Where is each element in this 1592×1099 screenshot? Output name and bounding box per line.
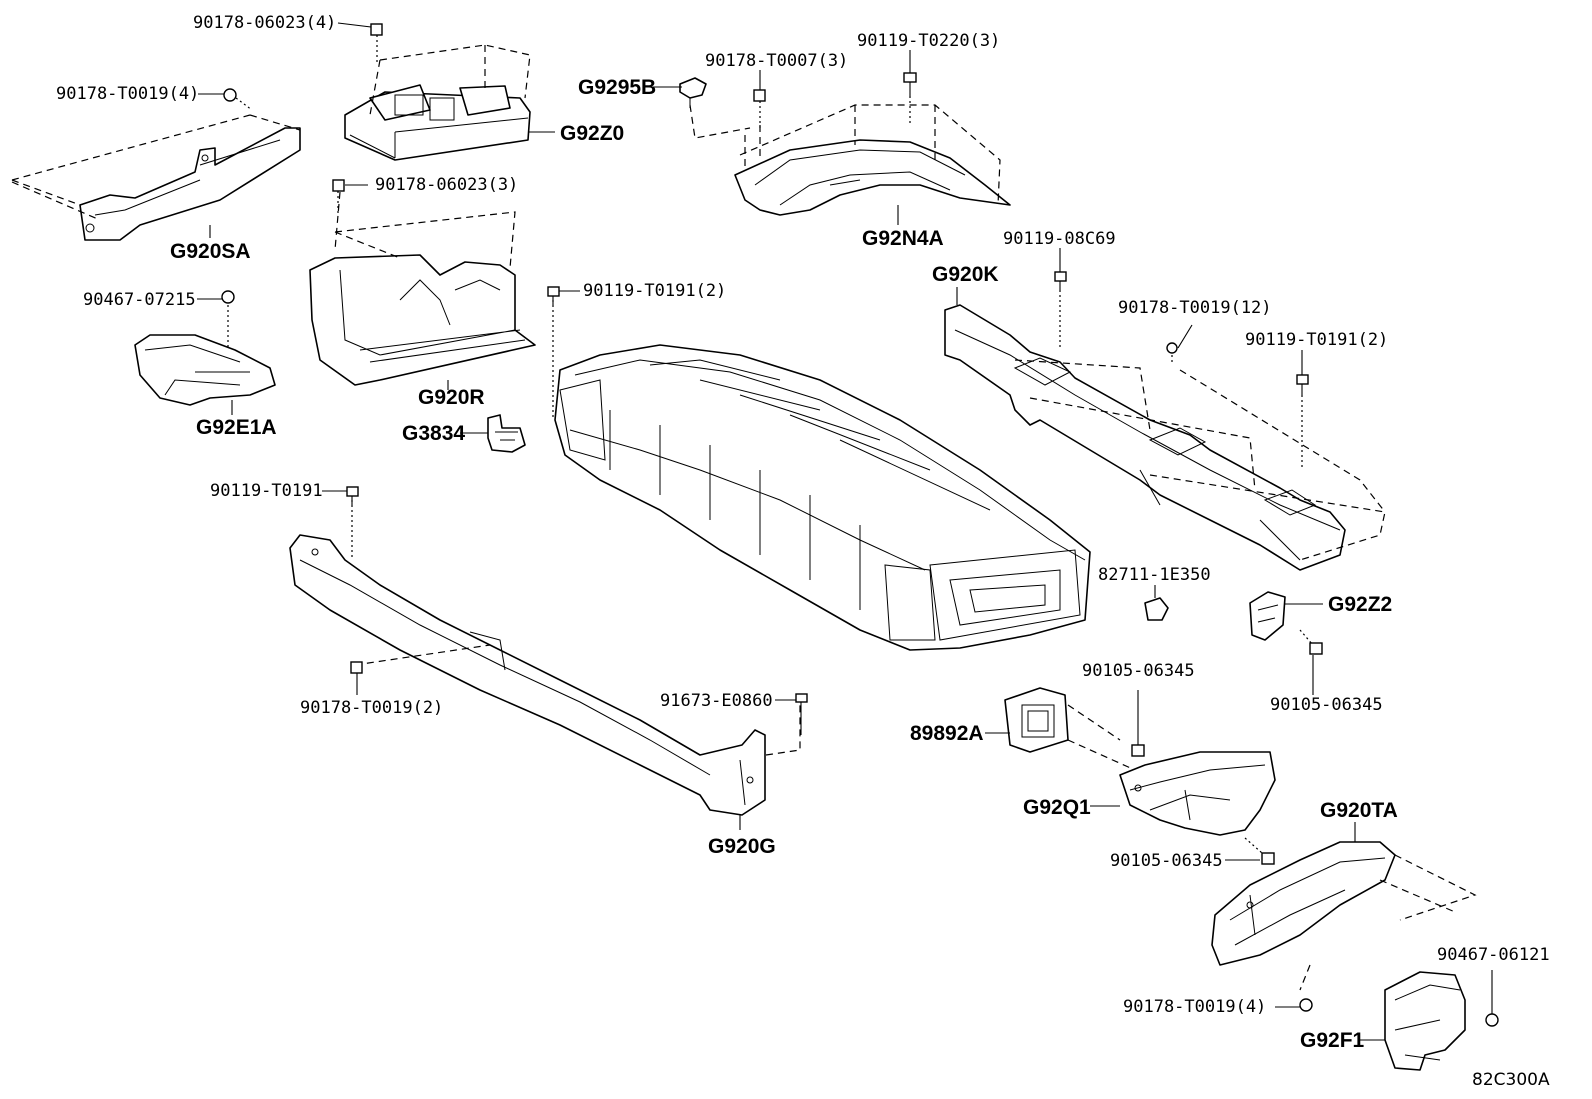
- callout-g92e1a: G92E1A: [196, 416, 277, 439]
- fastener-bolt-c6: [903, 72, 917, 83]
- callout-g92z2: G92Z2: [1328, 593, 1392, 616]
- part-g920sa: [11, 114, 301, 241]
- fastener-nut-c14: [1166, 342, 1178, 354]
- callout-g92f1: G92F1: [1300, 1029, 1365, 1052]
- callout-82711-1e350: 82711-1E350: [1098, 565, 1211, 585]
- fastener-screw-c25: [795, 693, 808, 703]
- part-g92n4a: [734, 104, 1011, 216]
- fastener-nut-c24: [350, 661, 363, 674]
- callout-91673-e0860: 91673-E0860: [660, 691, 773, 711]
- callout-90105-06345-mid: 90105-06345: [1082, 661, 1195, 681]
- part-g920ta: [1211, 841, 1477, 991]
- callout-90178-t0019-12: 90178-T0019(12): [1118, 298, 1272, 318]
- fastener-nut-c31: [1485, 1013, 1499, 1027]
- callout-g920sa: G920SA: [170, 240, 251, 263]
- fastener-bolt-c13: [547, 286, 560, 297]
- part-89892a: [1004, 687, 1136, 771]
- fastener-bolt-c10: [1054, 271, 1067, 282]
- fastener-nut-c32: [1299, 998, 1313, 1012]
- callout-g920ta: G920TA: [1320, 799, 1398, 822]
- callout-g3834: G3834: [402, 422, 465, 445]
- part-g92e1a: [134, 300, 276, 406]
- callout-90178-06023-3: 90178-06023(3): [375, 175, 518, 195]
- fastener-bolt-c30: [1261, 852, 1275, 865]
- fastener-nut-c1: [370, 23, 383, 36]
- fastener-bolt-c15: [1296, 374, 1309, 385]
- part-g9295b: [679, 77, 761, 175]
- callout-g9295b: G9295B: [578, 76, 656, 99]
- fastener-nut-c7: [332, 179, 345, 192]
- callout-g920g: G920G: [708, 835, 776, 858]
- callout-g92n4a: G92N4A: [862, 227, 944, 250]
- part-g92z2: [1249, 591, 1286, 641]
- callout-90119-t0191-2-center: 90119-T0191(2): [583, 281, 726, 301]
- callout-90467-07215: 90467-07215: [83, 290, 196, 310]
- fastener-bolt-c19: [346, 486, 359, 497]
- callout-90119-08c69: 90119-08C69: [1003, 229, 1116, 249]
- part-g920g: [289, 500, 801, 816]
- callout-g920r: G920R: [418, 386, 485, 409]
- callout-g92q1: G92Q1: [1023, 796, 1091, 819]
- callout-90105-06345-right: 90105-06345: [1270, 695, 1383, 715]
- part-g920r: [309, 191, 536, 386]
- fastener-clip-c12: [221, 290, 235, 304]
- reference-code: 82C300A: [1472, 1070, 1550, 1090]
- callout-90119-t0191-2-right: 90119-T0191(2): [1245, 330, 1388, 350]
- part-g92q1: [1119, 751, 1276, 836]
- callout-90105-06345-low: 90105-06345: [1110, 851, 1223, 871]
- part-g92z0: [344, 44, 531, 161]
- callout-labels: 90178-06023(4) 90178-T0019(4) G92Z0 G929…: [56, 13, 1550, 1090]
- callout-89892a: 89892A: [910, 722, 984, 745]
- part-g920k: [944, 290, 1386, 571]
- callout-90178-t0019-4-top: 90178-T0019(4): [56, 84, 199, 104]
- part-battery-pack: [552, 300, 1091, 651]
- callout-90178-t0019-4-bottom: 90178-T0019(4): [1123, 997, 1266, 1017]
- callout-g92z0: G92Z0: [560, 122, 624, 145]
- callout-90178-06023-4: 90178-06023(4): [193, 13, 336, 33]
- callout-90467-06121: 90467-06121: [1437, 945, 1550, 965]
- callout-90178-t0019-2: 90178-T0019(2): [300, 698, 443, 718]
- part-g92f1: [1384, 971, 1466, 1071]
- fasteners: [221, 23, 1499, 1027]
- callout-90119-t0220-3: 90119-T0220(3): [857, 31, 1000, 51]
- part-82711: [1144, 597, 1169, 621]
- fastener-bolt-c23: [1131, 744, 1145, 757]
- fastener-nut-c5: [753, 89, 766, 102]
- fastener-bolt-c22: [1309, 642, 1323, 655]
- part-g3834: [487, 414, 526, 453]
- fastener-nut-c2: [223, 88, 237, 102]
- callout-90178-t0007-3: 90178-T0007(3): [705, 51, 848, 71]
- leader-lines: [197, 22, 1385, 1041]
- callout-90119-t0191: 90119-T0191: [210, 481, 323, 501]
- callout-g920k: G920K: [932, 263, 999, 286]
